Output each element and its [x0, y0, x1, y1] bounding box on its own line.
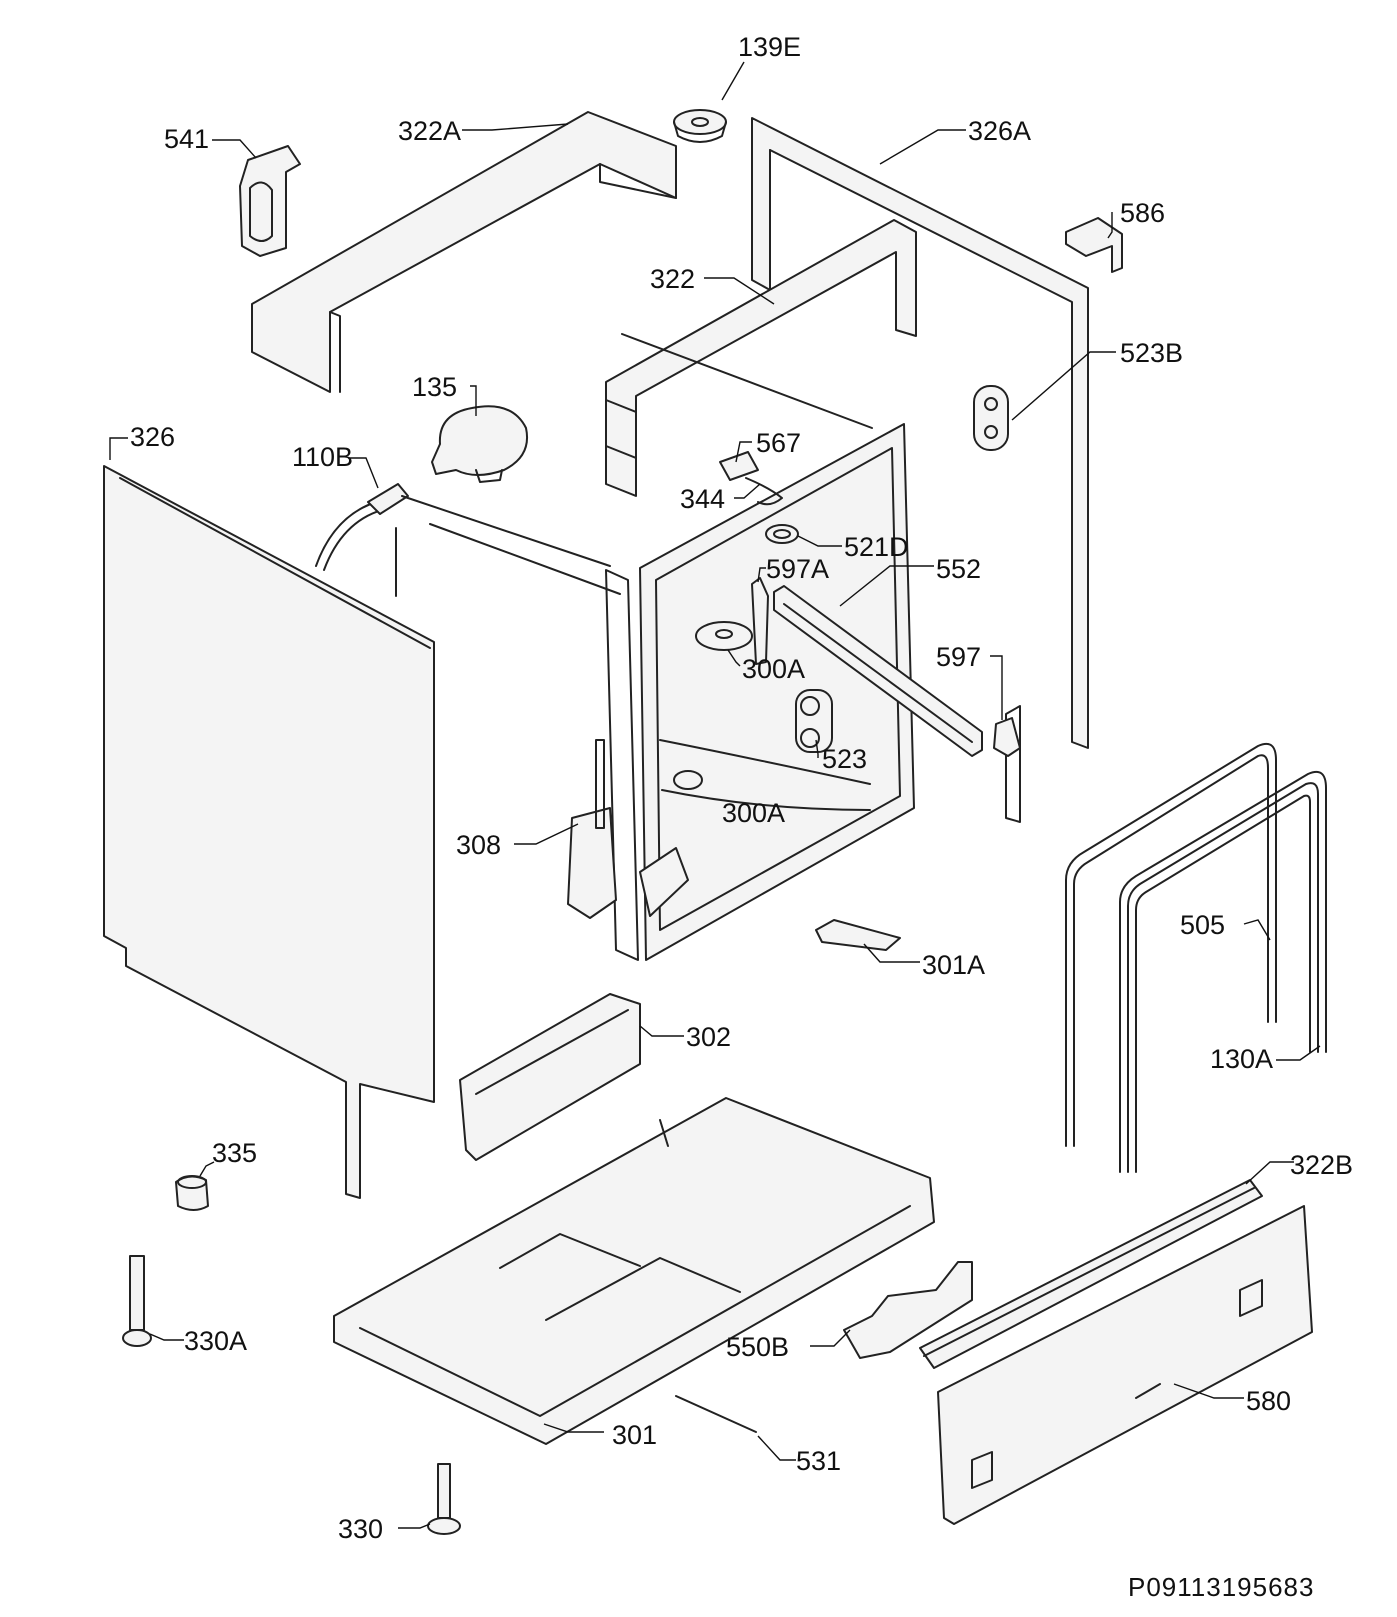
label-505: 505: [1180, 910, 1225, 940]
part-597a: [751, 577, 769, 665]
label-139e: 139E: [738, 32, 801, 62]
label-308: 308: [456, 830, 501, 860]
label-531: 531: [796, 1446, 841, 1476]
label-326a: 326A: [968, 116, 1031, 146]
part-300a-upper: [695, 621, 753, 651]
part-531: [675, 1395, 757, 1433]
label-580: 580: [1246, 1386, 1291, 1416]
part-labels: 139E 541 322A 326A 586 322 523B 135 326 …: [130, 32, 1353, 1544]
label-344: 344: [680, 484, 725, 514]
label-335: 335: [212, 1138, 257, 1168]
part-308: [567, 739, 689, 919]
part-322b: [919, 1179, 1263, 1369]
part-300a-lower: [673, 770, 703, 790]
drawing-code: P09113195683: [1128, 1572, 1314, 1602]
leader-lines: [109, 61, 1321, 1529]
part-139e: [673, 109, 727, 143]
panel-326a: [751, 117, 1089, 823]
label-521d: 521D: [844, 532, 909, 562]
label-523: 523: [822, 744, 867, 774]
part-552: [773, 585, 983, 757]
label-110b: 110B: [292, 442, 353, 472]
label-300a-lower: 300A: [722, 798, 785, 828]
label-302: 302: [686, 1022, 731, 1052]
label-130a: 130A: [1210, 1044, 1273, 1074]
label-597a: 597A: [766, 554, 829, 584]
part-523b: [973, 385, 1009, 451]
part-550b: [843, 1261, 973, 1359]
part-505: [1065, 742, 1277, 1147]
label-550b: 550B: [726, 1332, 789, 1362]
part-110b: [315, 483, 409, 597]
part-580: [937, 1205, 1313, 1525]
frame-322: [605, 219, 917, 497]
label-326: 326: [130, 422, 175, 452]
part-330a: [122, 1255, 152, 1347]
frame-322a: [251, 111, 677, 393]
part-335: [175, 1175, 209, 1211]
label-330a: 330A: [184, 1326, 247, 1356]
label-523b: 523B: [1120, 338, 1183, 368]
part-597: [993, 717, 1021, 757]
label-586: 586: [1120, 198, 1165, 228]
part-301: [333, 1097, 935, 1445]
label-597: 597: [936, 642, 981, 672]
label-541: 541: [164, 124, 209, 154]
label-300a-upper: 300A: [742, 654, 805, 684]
panel-326: [103, 465, 435, 1199]
label-301: 301: [612, 1420, 657, 1450]
part-523: [795, 689, 833, 753]
label-135: 135: [412, 372, 457, 402]
label-330: 330: [338, 1514, 383, 1544]
label-322: 322: [650, 264, 695, 294]
part-301a: [815, 919, 901, 951]
label-301a: 301A: [922, 950, 985, 980]
part-130a: [1119, 770, 1327, 1173]
part-567-344: [719, 451, 783, 506]
label-552: 552: [936, 554, 981, 584]
tub-assembly: [401, 333, 915, 961]
part-541: [239, 145, 301, 257]
label-567: 567: [756, 428, 801, 458]
label-322b: 322B: [1290, 1150, 1353, 1180]
part-302: [459, 993, 641, 1161]
part-330: [427, 1463, 461, 1535]
part-521d: [765, 524, 799, 544]
part-135: [431, 405, 528, 483]
part-586: [1065, 217, 1123, 273]
label-322a: 322A: [398, 116, 461, 146]
